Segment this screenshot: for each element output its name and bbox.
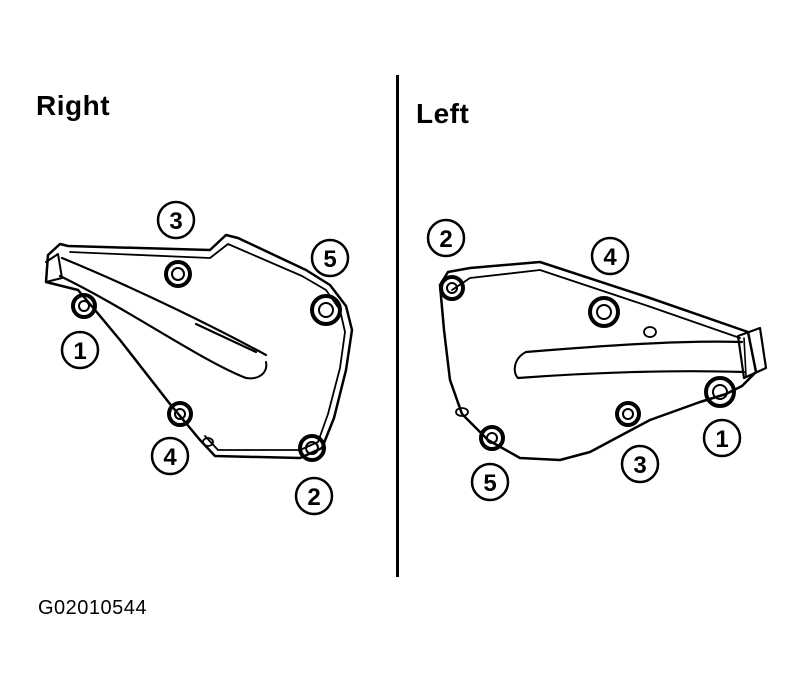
callout-left-1: 1 (702, 418, 742, 458)
bolt-icon (704, 376, 736, 408)
bolt-icon (588, 296, 620, 328)
svg-text:2: 2 (307, 484, 320, 511)
right-bolts (71, 260, 342, 462)
svg-text:3: 3 (169, 208, 182, 235)
callout-left-4: 4 (590, 236, 630, 276)
bolt-icon (298, 434, 326, 462)
bolt-icon (310, 294, 342, 326)
callout-left-3: 3 (620, 444, 660, 484)
left-manifold (438, 260, 768, 462)
panel-title-right: Right (36, 90, 111, 121)
callout-left-5: 5 (470, 462, 510, 502)
bolt-icon (479, 425, 505, 451)
bolt-icon (71, 293, 97, 319)
callout-right-4: 4 (150, 436, 190, 476)
callout-left-2: 2 (426, 218, 466, 258)
callout-right-2: 2 (294, 476, 334, 516)
svg-text:5: 5 (323, 246, 336, 273)
svg-text:1: 1 (73, 338, 86, 365)
right-callouts: 1 2 3 4 5 (60, 200, 350, 516)
bolt-icon (439, 275, 465, 301)
svg-text:4: 4 (603, 244, 617, 271)
bolt-icon (164, 260, 192, 288)
callout-right-3: 3 (156, 200, 196, 240)
left-bolts (439, 275, 736, 451)
panel-title-left: Left (416, 98, 470, 129)
callout-right-5: 5 (310, 238, 350, 278)
callout-right-1: 1 (60, 330, 100, 370)
bolt-icon (615, 401, 641, 427)
panel-divider (396, 75, 399, 577)
svg-text:3: 3 (633, 452, 646, 479)
left-callouts: 1 2 3 4 5 (426, 218, 742, 502)
svg-text:1: 1 (715, 426, 728, 453)
svg-text:4: 4 (163, 444, 177, 471)
bolt-icon (167, 401, 193, 427)
svg-text:5: 5 (483, 470, 496, 497)
figure-code: G02010544 (38, 597, 148, 619)
svg-text:2: 2 (439, 226, 452, 253)
